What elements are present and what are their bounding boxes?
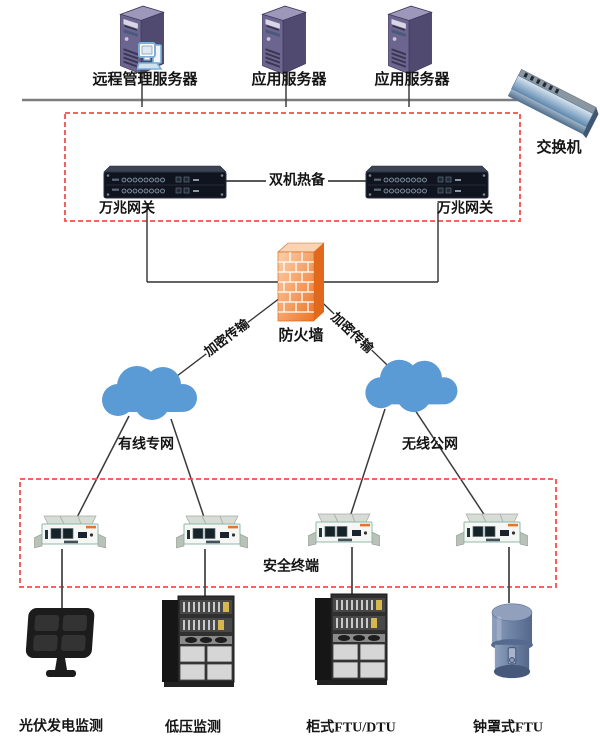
switch-icon — [508, 66, 600, 140]
secure-terminal2-icon — [176, 512, 248, 550]
secure-terminal3-icon — [308, 510, 380, 548]
lv-monitoring-rack-icon — [160, 594, 238, 688]
lv-monitoring-label: 低压监测 — [165, 720, 221, 736]
bell-ftu-label: 钟罩式FTU — [473, 720, 543, 736]
cabinet-ftu-label: 柜式FTU/DTU — [306, 720, 396, 736]
pv-monitoring-label: 光伏发电监测 — [19, 719, 103, 735]
gateway-left-icon — [100, 160, 230, 206]
secure-terminal4-icon — [456, 510, 528, 548]
edge-cloud-terminal2 — [170, 418, 207, 524]
terminal-zone-border — [19, 478, 557, 588]
app-server1-icon — [258, 2, 310, 76]
secure-terminal1-icon — [34, 512, 106, 550]
firewall-label: 防火墙 — [278, 327, 324, 344]
remote-server-label: 远程管理服务器 — [92, 71, 198, 88]
app-server1-label: 应用服务器 — [251, 71, 327, 88]
gateway-right-icon — [362, 160, 492, 206]
solar-panel-icon — [21, 606, 103, 684]
secure-terminal-zone-label: 安全终端 — [263, 559, 319, 575]
cabinet-ftu-rack-icon — [312, 592, 392, 686]
wireless-network-label: 无线公网 — [402, 437, 458, 453]
gateway-right-label: 万兆网关 — [437, 201, 493, 217]
edge-cloud-terminal1 — [69, 415, 130, 532]
wired-network-label: 有线专网 — [118, 437, 174, 453]
edge-cloud-terminal4 — [412, 406, 492, 526]
hot-standby-label: 双机热备 — [266, 173, 328, 189]
firewall-icon — [272, 240, 328, 332]
gateway-left-label: 万兆网关 — [99, 201, 155, 217]
management-pc-icon — [137, 41, 165, 74]
switch-label: 交换机 — [536, 139, 582, 156]
edge-cloud-terminal3 — [347, 408, 386, 524]
bell-ftu-icon — [482, 600, 542, 682]
app-server2-icon — [384, 2, 436, 76]
app-server2-label: 应用服务器 — [374, 71, 450, 88]
wireless-cloud-icon — [354, 352, 464, 416]
gateway-zone-border — [64, 112, 521, 222]
wired-cloud-icon — [92, 358, 202, 424]
